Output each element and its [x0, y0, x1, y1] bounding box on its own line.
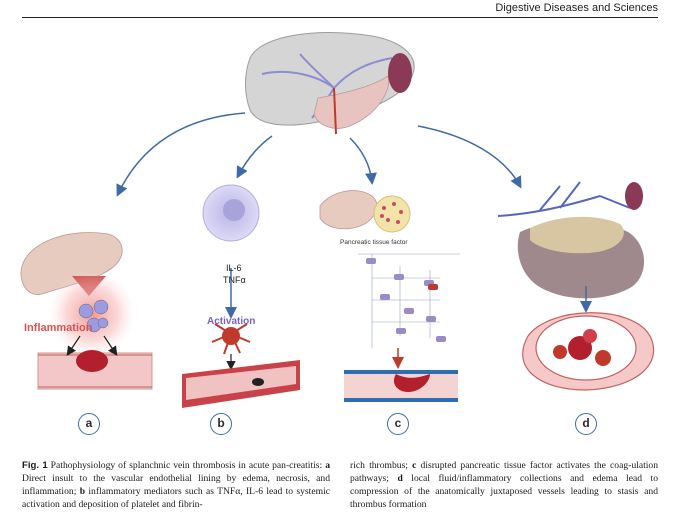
arrow-to-panel-d [417, 125, 522, 189]
caption-left-run-4: inflammatory mediators such as TNFα, IL-… [22, 486, 330, 510]
caption-left-run-1: a [325, 460, 330, 471]
liver-illustration [245, 32, 415, 135]
panel-label-b: b [210, 413, 232, 435]
coagulation-cascade [358, 253, 460, 348]
caption-left-run-3: b [79, 486, 86, 497]
figure-caption-right: rich thrombus; c disrupted pancreatic ti… [350, 459, 658, 511]
arrow-to-panel-b [236, 135, 273, 179]
panel-label-c: c [387, 413, 409, 435]
activation-label: Activation [207, 316, 256, 327]
il6-label: IL-6 [226, 263, 242, 273]
pathophysiology-figure [20, 32, 655, 408]
caption-left-run-0: Pathophysiology of splanchnic vein throm… [47, 460, 326, 471]
caption-right-run-2: disrupted pancreatic tissue factor activ… [350, 460, 658, 484]
header-rule [22, 17, 658, 18]
caption-right-run-0: rich thrombus; [350, 460, 413, 471]
panel-c-illustration [319, 190, 460, 402]
arrow-to-panel-c [349, 137, 377, 185]
pancreatic-tissue-factor-label: Pancreatic tissue factor [340, 239, 408, 246]
panel-a-illustration [20, 232, 153, 390]
caption-left-run-2: Direct insult to the vascular endothelia… [22, 473, 330, 497]
caption-right-run-1: c [412, 460, 417, 471]
panel-label-a: a [78, 413, 100, 435]
inflammation-label: Inflammation [24, 322, 93, 334]
tnfa-label: TNFα [223, 275, 246, 285]
arrow-to-panel-a [116, 112, 246, 197]
journal-name: Digestive Diseases and Sciences [495, 2, 658, 14]
caption-right-run-3: d [397, 473, 403, 484]
figure-number: Fig. 1 [22, 460, 48, 471]
panel-label-d: d [575, 413, 597, 435]
caption-right-run-4: local fluid/inflammatory collections and… [350, 473, 658, 510]
panel-d-illustration [497, 181, 655, 391]
panel-b-illustration [182, 184, 300, 408]
figure-caption-left: Fig. 1 Pathophysiology of splanchnic vei… [22, 459, 330, 511]
